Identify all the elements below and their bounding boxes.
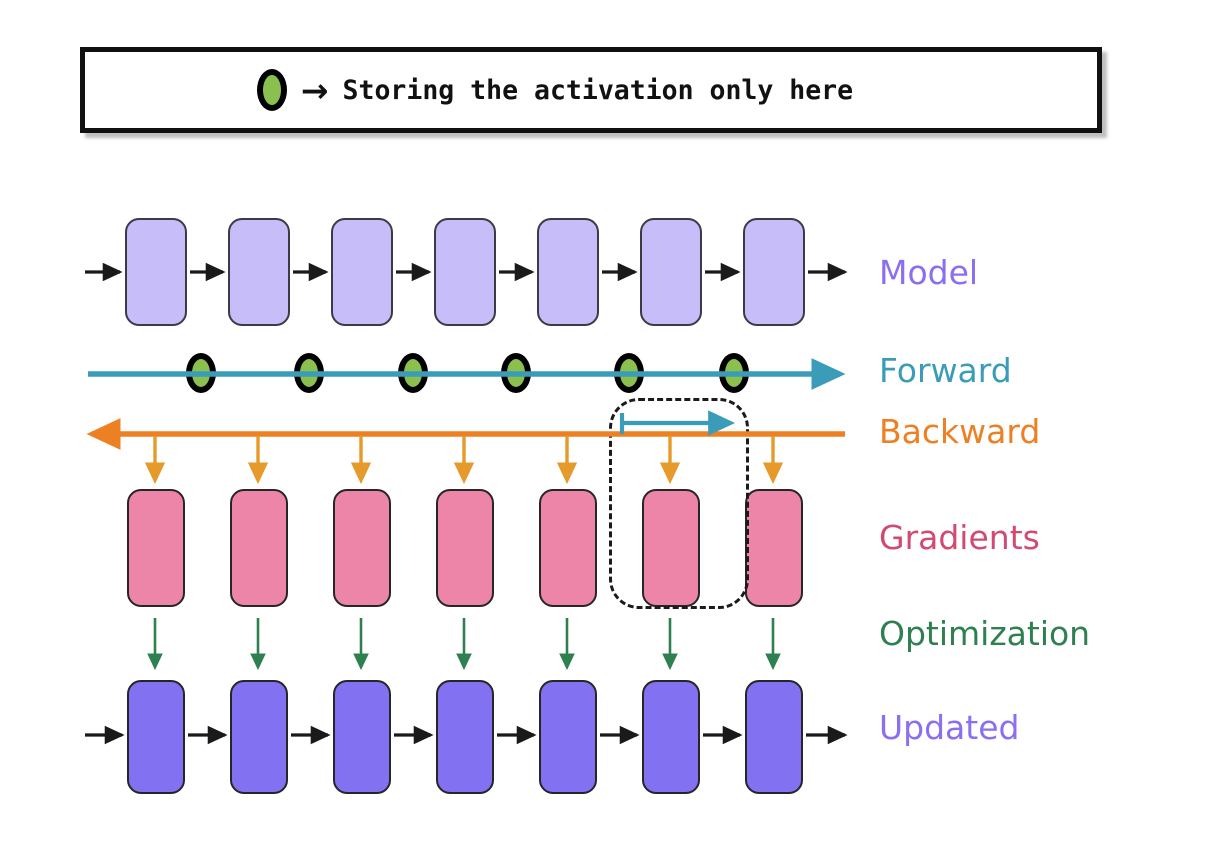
recompute-region — [609, 398, 749, 609]
model-block[interactable] — [434, 218, 496, 326]
optimization-arrows — [147, 618, 781, 671]
updated-block[interactable] — [642, 680, 700, 794]
row-label-gradients: Gradients — [879, 518, 1040, 557]
legend-banner: → Storing the activation only here — [80, 47, 1102, 133]
activation-ellipse[interactable] — [398, 353, 428, 393]
activation-ellipse[interactable] — [294, 353, 324, 393]
updated-block[interactable] — [333, 680, 391, 794]
row-label-backward: Backward — [879, 412, 1041, 451]
model-block[interactable] — [640, 218, 702, 326]
gradient-block[interactable] — [539, 489, 597, 607]
gradient-block[interactable] — [745, 489, 803, 607]
row-label-updated: Updated — [879, 708, 1020, 747]
gradient-block[interactable] — [333, 489, 391, 607]
model-block[interactable] — [125, 218, 187, 326]
activation-ellipse[interactable] — [186, 353, 216, 393]
updated-block[interactable] — [230, 680, 288, 794]
updated-block[interactable] — [127, 680, 185, 794]
model-block[interactable] — [743, 218, 805, 326]
gradient-block[interactable] — [436, 489, 494, 607]
row-label-model: Model — [879, 253, 979, 292]
gradient-block[interactable] — [127, 489, 185, 607]
model-block[interactable] — [228, 218, 290, 326]
activation-ellipse[interactable] — [614, 353, 644, 393]
gradient-block[interactable] — [230, 489, 288, 607]
row-label-optimization: Optimization — [879, 614, 1091, 653]
updated-block[interactable] — [539, 680, 597, 794]
gradient-block[interactable] — [642, 489, 700, 607]
model-block[interactable] — [537, 218, 599, 326]
model-block[interactable] — [331, 218, 393, 326]
legend-content: → Storing the activation only here — [256, 69, 854, 111]
updated-block[interactable] — [745, 680, 803, 794]
right-arrow-icon: → — [300, 70, 329, 110]
activation-ellipse[interactable] — [501, 353, 531, 393]
legend-text: Storing the activation only here — [342, 74, 854, 106]
updated-block[interactable] — [436, 680, 494, 794]
row-label-forward: Forward — [879, 351, 1012, 390]
activation-ellipse[interactable] — [719, 353, 749, 393]
green-ellipse-icon — [256, 69, 287, 111]
